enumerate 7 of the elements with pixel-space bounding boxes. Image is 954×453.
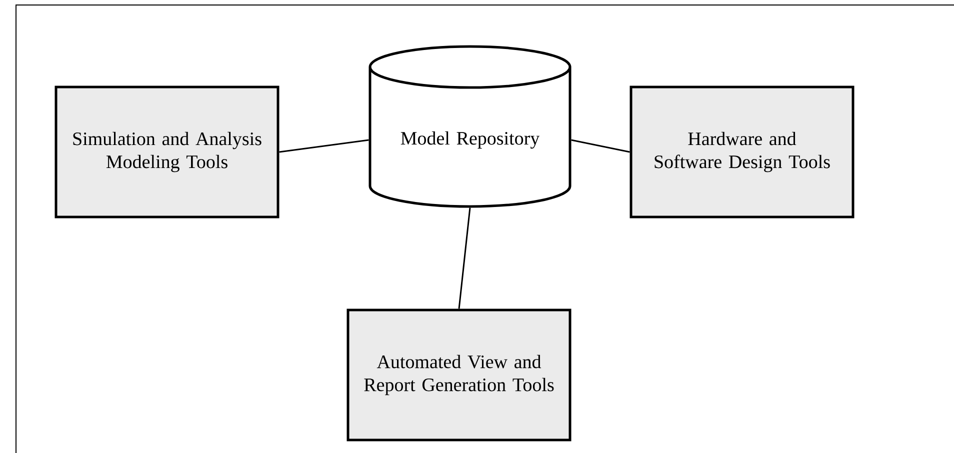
connector-line — [458, 208, 471, 309]
connector-line — [279, 139, 369, 153]
tool-box: Simulation and Analysis Modeling Tools — [54, 86, 280, 218]
tool-box: Hardware and Software Design Tools — [630, 86, 854, 218]
tool-box: Automated View and Report Generation Tools — [346, 308, 572, 442]
repository-cylinder: Model Repository — [368, 45, 572, 208]
connector-line — [571, 139, 630, 153]
